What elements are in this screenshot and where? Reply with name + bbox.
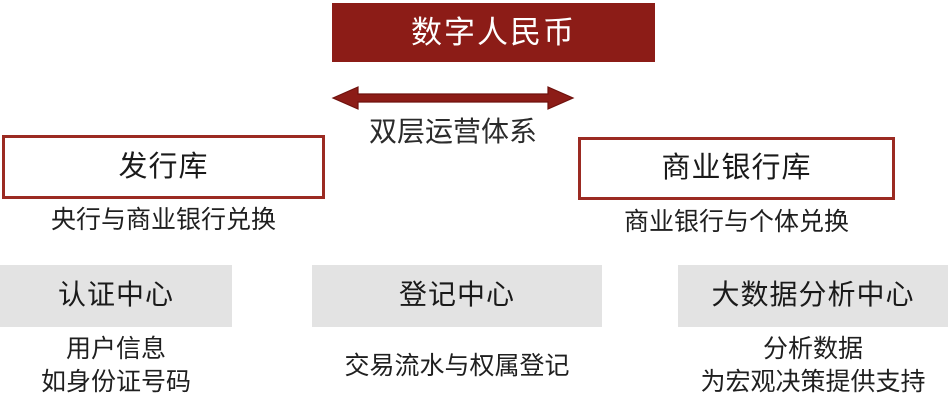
caption-line: 为宏观决策提供支持 [700,369,926,396]
center-box-register: 登记中心 [312,265,602,327]
center-box-bigdata: 大数据分析中心 [678,265,948,327]
center-box-bigdata-caption: 分析数据 为宏观决策提供支持 [678,333,948,399]
tier-box-issue-label: 发行库 [118,150,209,183]
tier-box-issue: 发行库 [2,135,325,199]
caption-line: 分析数据 [762,336,863,363]
title-box-label: 数字人民币 [411,15,576,50]
connector-label: 双层运营体系 [368,117,537,148]
tier-box-commercial-bank: 商业银行库 [578,137,895,200]
caption-line: 用户信息 [65,336,166,363]
caption-line: 交易流水与权属登记 [344,353,570,380]
center-box-register-label: 登记中心 [398,280,515,311]
tier-box-commercial-bank-label: 商业银行库 [661,152,812,184]
center-box-register-caption: 交易流水与权属登记 [312,350,602,383]
tier-box-issue-caption: 央行与商业银行兑换 [50,207,276,234]
center-box-auth: 认证中心 [0,265,232,327]
center-box-bigdata-label: 大数据分析中心 [711,280,915,311]
caption-line: 如身份证号码 [40,369,191,396]
center-box-auth-label: 认证中心 [57,280,174,311]
double-headed-arrow-icon [330,82,576,114]
title-box-digital-rmb: 数字人民币 [332,3,655,62]
tier-box-commercial-bank-caption: 商业银行与个体兑换 [623,209,849,236]
center-box-auth-caption: 用户信息 如身份证号码 [0,333,232,399]
